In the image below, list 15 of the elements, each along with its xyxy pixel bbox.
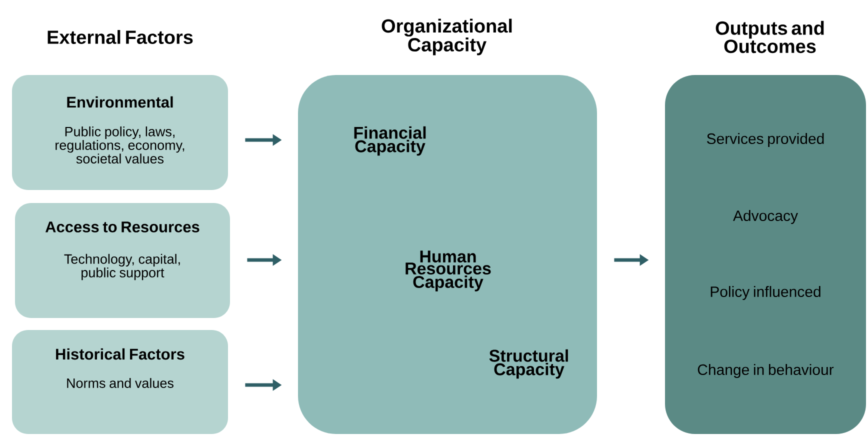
- column-heading: Outputs and Outcomes: [716, 20, 824, 54]
- column-heading: External Factors: [48, 30, 193, 44]
- factor-box: Environmental Public policy, laws, regulations, economy, societal values: [12, 75, 228, 190]
- node-label: Services provided: [706, 133, 824, 147]
- node-label: Advocacy: [733, 210, 798, 224]
- capacity-box: Financial Capacity Human Resources Capacity Structural Capacity: [298, 75, 597, 434]
- node-label: Financial Capacity: [354, 126, 426, 156]
- column-heading: Organizational Capacity: [382, 18, 512, 56]
- node-label: Policy influenced: [710, 286, 820, 300]
- factor-box: Access to Resources Technology, capital, public support: [15, 203, 230, 318]
- node-label: Structural Capacity: [489, 349, 568, 379]
- outcome-box: Services provided Advocacy Policy influenced Change in behaviour: [665, 75, 866, 434]
- node-label: Change in behaviour: [698, 364, 834, 378]
- factor-box: Historical Factors Norms and values: [12, 330, 228, 434]
- node-label: Human Resources Capacity: [406, 250, 491, 292]
